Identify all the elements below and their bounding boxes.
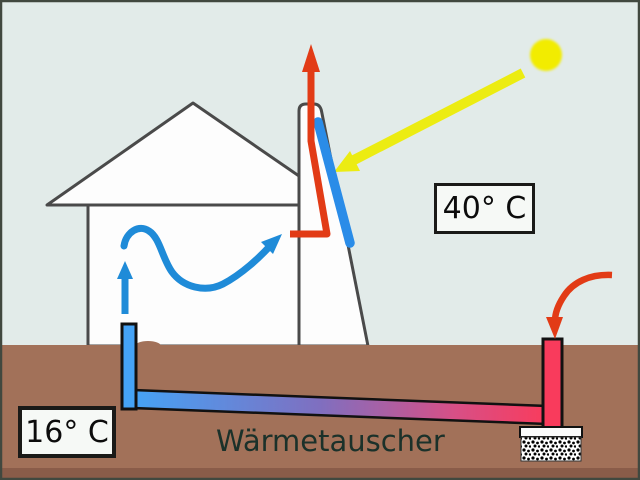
cool-air-rise-arrowhead-icon (117, 261, 133, 279)
cool-air-flow-arrowhead-icon (261, 234, 282, 254)
sun-ray-arrowhead-icon (334, 151, 360, 172)
ground-temp-label: 16° C (18, 406, 116, 458)
sun-ray-arrow (349, 68, 526, 166)
hot-air-return-arrow (551, 271, 613, 322)
collector-temp-value: 40° C (442, 191, 527, 226)
collector-temp-label: 40° C (434, 183, 535, 234)
hot-air-return-arrowhead-icon (546, 317, 563, 339)
cool-air-flow-arrow (120, 224, 274, 292)
solar-collector (313, 117, 355, 248)
hot-air-arrowhead-icon (302, 44, 320, 72)
foundation-gravel (520, 436, 582, 462)
hot-air-chimney-arrow (290, 63, 331, 238)
roof (45, 101, 301, 207)
ground-dark-strip (0, 468, 640, 478)
heat-exchanger-label: Wärmetauscher (216, 424, 445, 458)
ground-mound (135, 341, 161, 351)
sun-icon (530, 39, 562, 71)
ground-temp-value: 16° C (25, 414, 109, 450)
cold-inlet-pipe (120, 322, 138, 411)
hot-riser-pipe (541, 337, 564, 430)
foundation-cap (519, 426, 583, 438)
